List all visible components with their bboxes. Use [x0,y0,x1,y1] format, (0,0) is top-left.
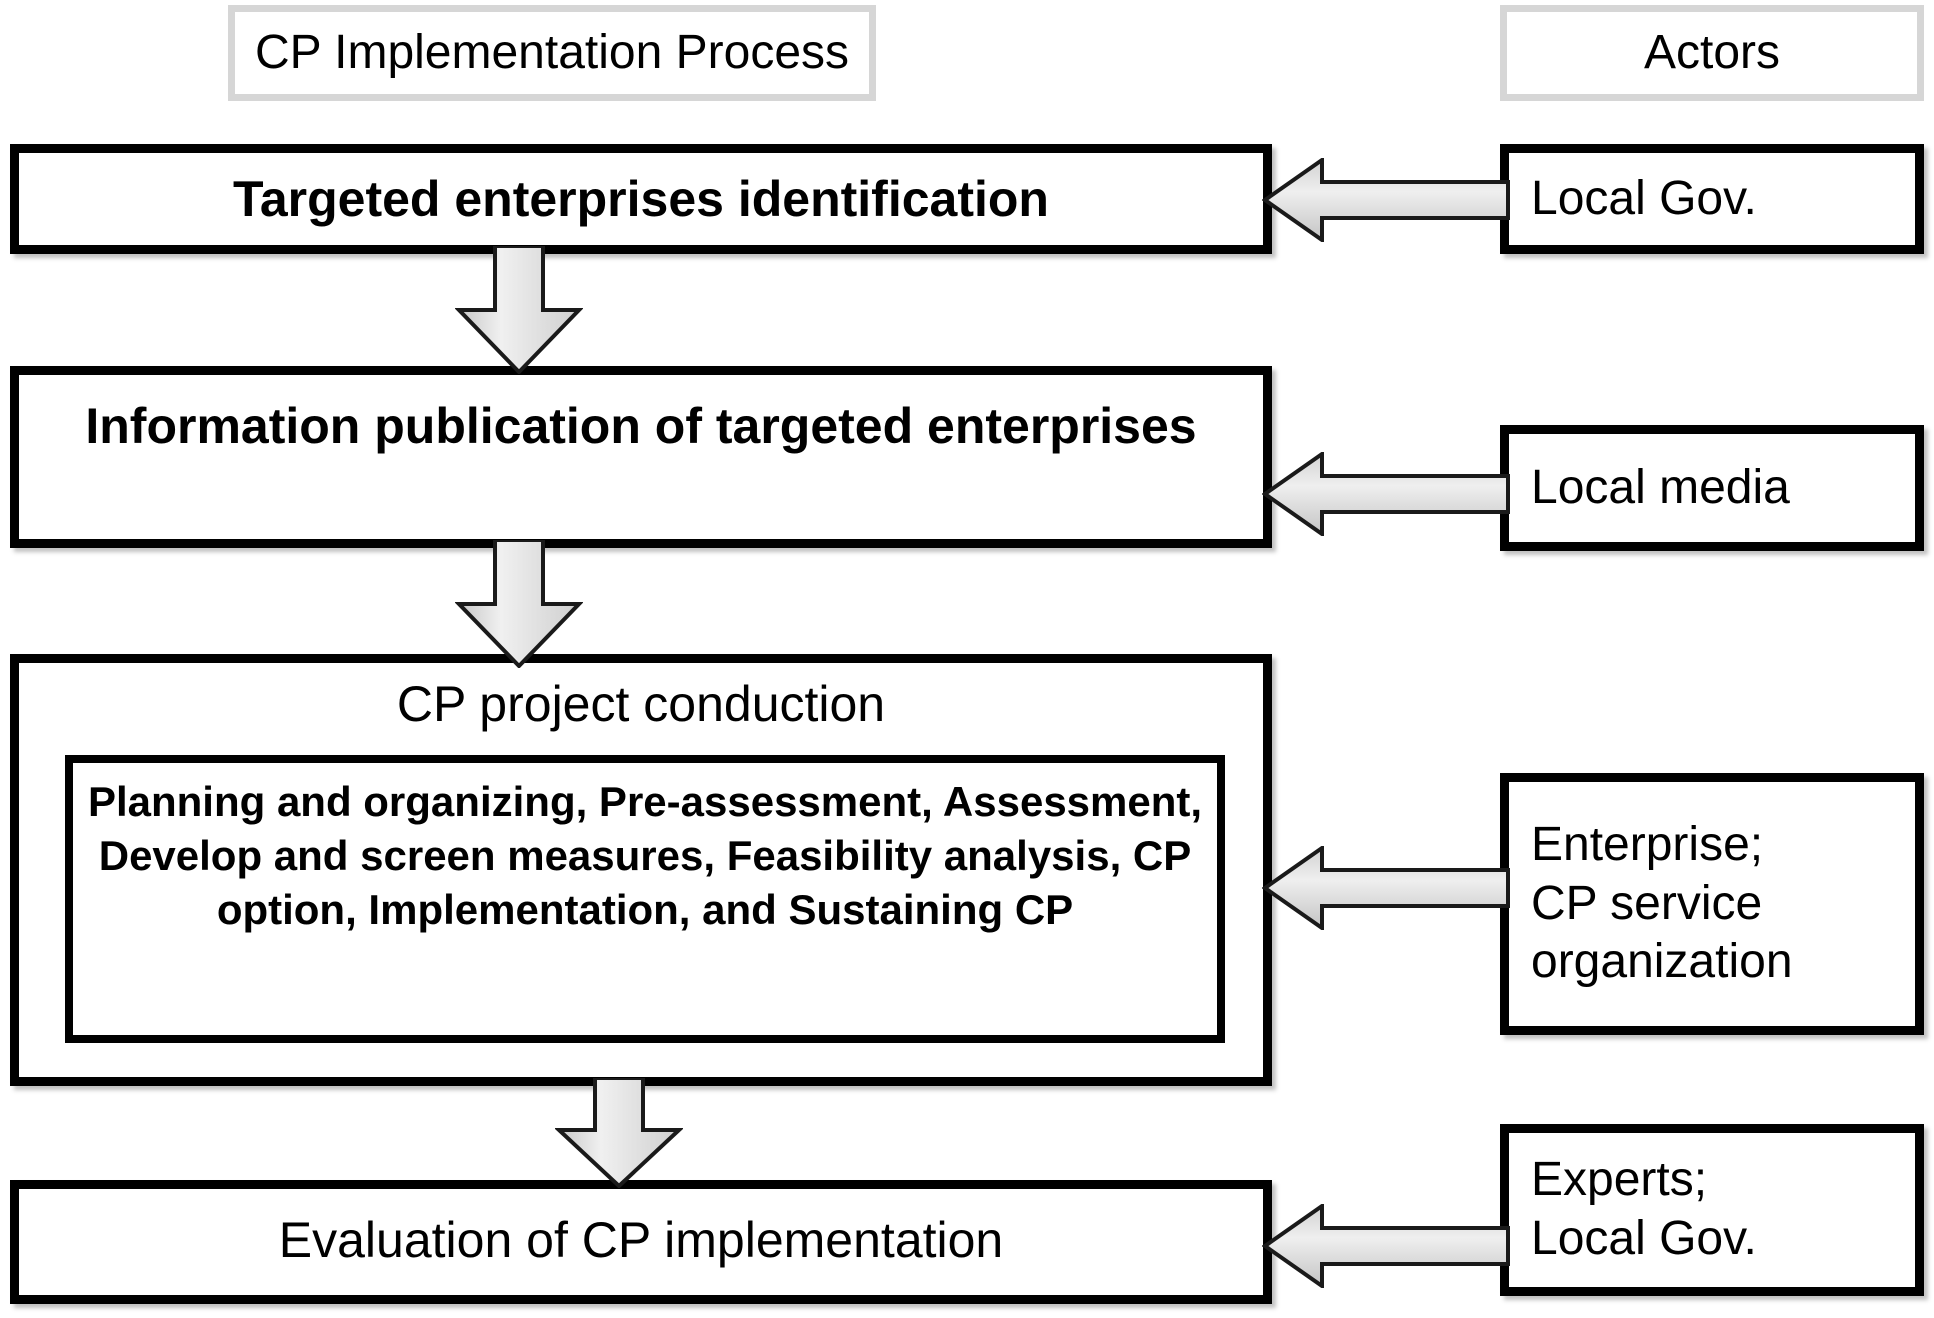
arrow-left-local-gov-to-step1-icon [1262,158,1510,242]
actor-label-local-gov: Local Gov. [1531,171,1757,225]
process-step-2-box: Information publication of targeted ente… [10,366,1272,548]
actor-box-local-gov: Local Gov. [1500,144,1924,254]
arrow-down-step1-to-step2-icon [455,246,583,374]
process-step-4-box: Evaluation of CP implementation [10,1180,1272,1304]
process-step-1-box: Targeted enterprises identification [10,144,1272,254]
process-column-header: CP Implementation Process [228,5,876,101]
arrow-left-experts-to-step4-icon [1262,1204,1510,1288]
process-step-4-title: Evaluation of CP implementation [278,1212,1004,1268]
arrow-down-step2-to-step3-icon [455,540,583,668]
process-step-3-box: CP project conduction Planning and organ… [10,654,1272,1086]
actor-label-enterprise-cp-service: Enterprise; CP service organization [1531,818,1793,989]
process-step-2-title: Information publication of targeted ente… [85,398,1197,454]
process-step-1-title: Targeted enterprises identification [233,171,1049,227]
actor-box-enterprise-cp-service: Enterprise; CP service organization [1500,773,1924,1035]
process-column-header-label: CP Implementation Process [254,25,850,79]
process-step-3-title: CP project conduction [396,676,886,732]
actor-box-local-media: Local media [1500,425,1924,551]
arrow-down-step3-to-step4-icon [555,1078,683,1188]
process-step-3-detail-text: Planning and organizing, Pre-assessment,… [87,778,1203,933]
actor-label-experts-local-gov: Experts; Local Gov. [1531,1153,1757,1265]
process-step-3-detail-box: Planning and organizing, Pre-assessment,… [65,755,1225,1043]
actor-box-experts-local-gov: Experts; Local Gov. [1500,1124,1924,1296]
actors-column-header-label: Actors [1643,25,1781,79]
actors-column-header: Actors [1500,5,1924,101]
arrow-left-local-media-to-step2-icon [1262,452,1510,536]
arrow-left-enterprise-to-step3-icon [1262,846,1510,930]
actor-label-local-media: Local media [1531,460,1790,514]
